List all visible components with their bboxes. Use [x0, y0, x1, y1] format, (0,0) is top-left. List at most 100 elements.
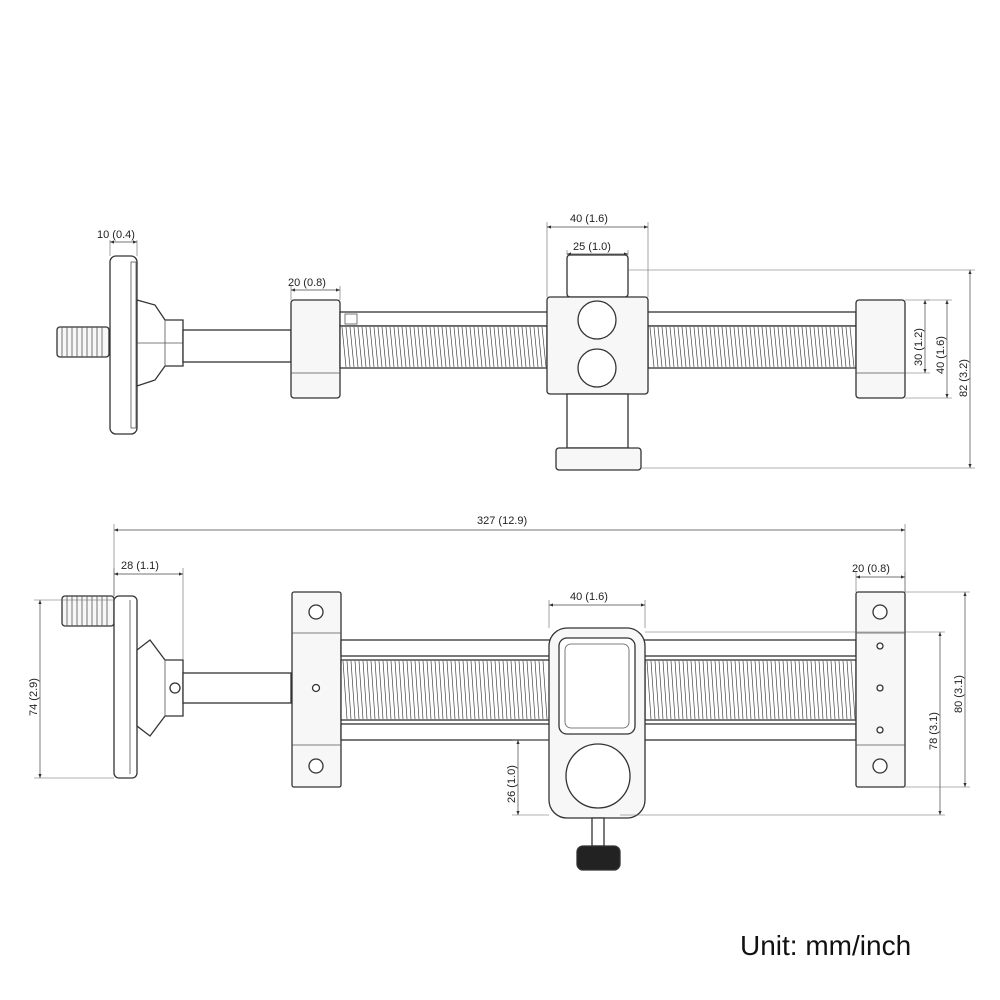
- thread-line: [386, 660, 392, 720]
- thread-line: [654, 660, 660, 720]
- thread-line: [346, 660, 352, 720]
- thread-line: [437, 326, 443, 368]
- carriage-column-top: [566, 393, 629, 449]
- dim-40-side: 40 (1.6): [935, 336, 947, 374]
- thread-line: [830, 660, 836, 720]
- side-view-dimensions: 10 (0.4) 20 (0.8) 40 (1.6) 25 (1.0) 30 (…: [97, 213, 975, 469]
- carriage-post-top: [566, 254, 629, 298]
- thread-line: [682, 660, 688, 720]
- thread-line: [689, 326, 695, 368]
- thread-line: [733, 326, 739, 368]
- thread-line: [698, 660, 704, 720]
- thread-line: [790, 660, 796, 720]
- thread-line: [538, 660, 544, 720]
- thread-line: [649, 326, 655, 368]
- thread-line: [713, 326, 719, 368]
- thread-line: [430, 660, 436, 720]
- crank-arm-bottom: [113, 595, 138, 779]
- thread-line: [845, 326, 851, 368]
- screw-boss-upper: [577, 300, 617, 340]
- thread-line: [757, 326, 763, 368]
- thread-line: [750, 660, 756, 720]
- thread-line: [366, 660, 372, 720]
- thread-line: [690, 660, 696, 720]
- thread-line: [774, 660, 780, 720]
- thread-line: [406, 660, 412, 720]
- thread-line: [669, 326, 675, 368]
- crank-disc-top: [109, 255, 138, 435]
- thread-line: [433, 326, 439, 368]
- thread-line: [773, 326, 779, 368]
- thread-line: [505, 326, 511, 368]
- thread-line: [709, 326, 715, 368]
- thread-line: [705, 326, 711, 368]
- carriage-window: [558, 637, 636, 735]
- thread-line: [482, 660, 488, 720]
- thread-line: [537, 326, 543, 368]
- thread-line: [474, 660, 480, 720]
- thread-line: [502, 660, 508, 720]
- thread-line: [442, 660, 448, 720]
- thread-line: [506, 660, 512, 720]
- thread-line: [530, 660, 536, 720]
- thread-line: [450, 660, 456, 720]
- thread-line: [729, 326, 735, 368]
- thread-line: [425, 326, 431, 368]
- screw-boss-lower: [577, 348, 617, 388]
- thread-line: [421, 326, 427, 368]
- thread-line: [381, 326, 387, 368]
- thread-line: [762, 660, 768, 720]
- thread-line: [478, 660, 484, 720]
- thread-line: [374, 660, 380, 720]
- thread-line: [369, 326, 375, 368]
- thread-line: [533, 326, 539, 368]
- thread-line: [501, 326, 507, 368]
- thread-line: [498, 660, 504, 720]
- thread-line: [457, 326, 463, 368]
- thread-line: [850, 660, 856, 720]
- thread-line: [794, 660, 800, 720]
- thread-line: [717, 326, 723, 368]
- thread-line: [670, 660, 676, 720]
- thread-line: [650, 660, 656, 720]
- thread-line: [753, 326, 759, 368]
- thread-line: [418, 660, 424, 720]
- dim-30: 30 (1.2): [913, 328, 925, 366]
- knurled-knob-bottom: [61, 595, 115, 627]
- thread-line: [797, 326, 803, 368]
- thread-line: [393, 326, 399, 368]
- thread-line: [349, 326, 355, 368]
- thread-line: [694, 660, 700, 720]
- thread-line: [834, 660, 840, 720]
- thread-line: [390, 660, 396, 720]
- thread-line: [453, 326, 459, 368]
- carriage-foot-top: [555, 447, 642, 471]
- thread-line: [345, 326, 351, 368]
- thread-line: [838, 660, 844, 720]
- thread-line: [341, 326, 347, 368]
- thread-line: [534, 660, 540, 720]
- thread-line: [470, 660, 476, 720]
- thread-line: [661, 326, 667, 368]
- thread-line: [778, 660, 784, 720]
- thread-line: [398, 660, 404, 720]
- thread-line: [405, 326, 411, 368]
- thread-line: [809, 326, 815, 368]
- thread-line: [525, 326, 531, 368]
- thread-line: [382, 660, 388, 720]
- thread-line: [414, 660, 420, 720]
- thread-line: [805, 326, 811, 368]
- thread-line: [510, 660, 516, 720]
- thread-line: [677, 326, 683, 368]
- dim-10: 10 (0.4): [97, 229, 135, 241]
- thread-line: [769, 326, 775, 368]
- thread-line: [342, 660, 348, 720]
- thread-line: [441, 326, 447, 368]
- thread-line: [473, 326, 479, 368]
- thread-line: [489, 326, 495, 368]
- thread-line: [542, 660, 548, 720]
- thread-line: [766, 660, 772, 720]
- thread-line: [465, 326, 471, 368]
- thread-line: [378, 660, 384, 720]
